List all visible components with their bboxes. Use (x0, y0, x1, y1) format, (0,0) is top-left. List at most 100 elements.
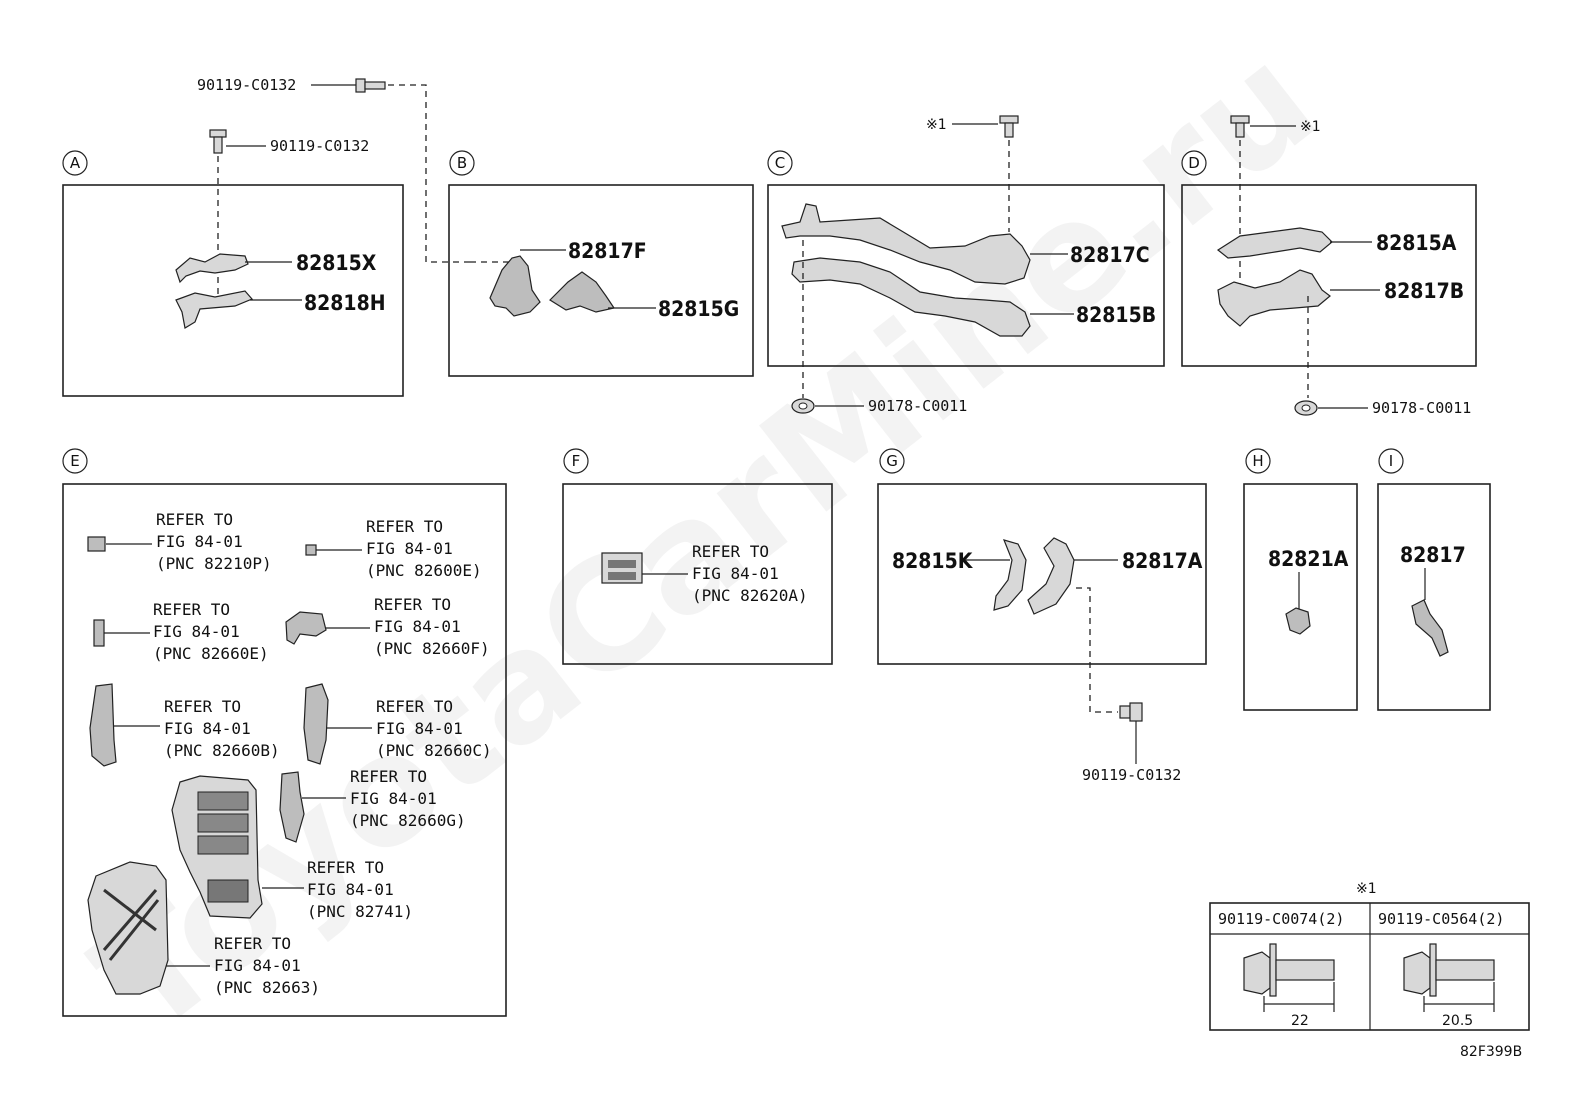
ref-82741-line2: FIG 84-01 (307, 880, 394, 899)
ref-82620a-line2: FIG 84-01 (692, 564, 779, 583)
part-82817b-label[interactable]: 82817B (1384, 279, 1464, 303)
section-g: G 82815K 82817A 90119-C0132 (877, 448, 1207, 784)
bolt-g-icon (1119, 702, 1143, 722)
section-f-letter: F (572, 452, 581, 470)
legend-note: ※1 (1356, 881, 1377, 897)
ref-82663-line1: REFER TO (214, 934, 291, 953)
ref-82660c-line1: REFER TO (376, 697, 453, 716)
ref-82600e-line1: REFER TO (366, 517, 443, 536)
part-82821a-icon (1285, 607, 1311, 635)
part-82815g-icon (549, 271, 615, 313)
section-i: I 82817 (1377, 448, 1491, 711)
section-b-letter: B (457, 154, 467, 172)
part-82815k-label[interactable]: 82815K (892, 549, 974, 573)
ref-82660e-line2: FIG 84-01 (153, 622, 240, 641)
part-82817f-label[interactable]: 82817F (568, 239, 647, 263)
section-c: C ※1 82817C 82815B 90178-C0011 (767, 115, 1165, 415)
ref-82660g-line3[interactable]: (PNC 82660G) (350, 811, 466, 830)
ref-82660e-line1: REFER TO (153, 600, 230, 619)
part-82660c-icon (303, 683, 329, 765)
note-d-label: ※1 (1300, 119, 1321, 135)
part-82817f-icon (489, 255, 541, 317)
ref-82660g-line2: FIG 84-01 (350, 789, 437, 808)
note-c-label: ※1 (926, 117, 947, 133)
ref-82660b-line2: FIG 84-01 (164, 719, 251, 738)
ref-82741-line1: REFER TO (307, 858, 384, 877)
section-h: H 82821A (1243, 448, 1358, 711)
bolt-d-icon (1230, 115, 1250, 138)
top-bolt-label[interactable]: 90119-C0132 (197, 76, 296, 94)
section-a-letter: A (70, 154, 81, 172)
part-82815a-icon (1216, 227, 1333, 259)
section-d-letter: D (1188, 154, 1200, 172)
ref-82600e-line2: FIG 84-01 (366, 539, 453, 558)
part-82660f-icon (285, 611, 327, 645)
ref-82210p-line2: FIG 84-01 (156, 532, 243, 551)
section-c-letter: C (775, 154, 785, 172)
section-e: E REFER TO FIG 84-01 (PNC 82210P) REFER … (62, 448, 507, 1017)
section-g-letter: G (886, 452, 898, 470)
ref-82660c-line3[interactable]: (PNC 82660C) (376, 741, 492, 760)
ref-82660e-line3[interactable]: (PNC 82660E) (153, 644, 269, 663)
legend-col1-dim: 22 (1291, 1013, 1309, 1029)
part-82815k-icon (993, 539, 1027, 611)
ref-82663-line2: FIG 84-01 (214, 956, 301, 975)
part-82210p-icon (87, 536, 106, 552)
ref-82663-line3[interactable]: (PNC 82663) (214, 978, 320, 997)
part-82817c-icon (781, 203, 1031, 285)
part-82821a-label[interactable]: 82821A (1268, 547, 1349, 571)
ref-82620a-line1: REFER TO (692, 542, 769, 561)
bolt-a-icon (209, 129, 227, 154)
figure-id: 82F399B (1460, 1044, 1522, 1060)
section-e-letter: E (70, 452, 79, 470)
ref-82210p-line3[interactable]: (PNC 82210P) (156, 554, 272, 573)
part-82817c-label[interactable]: 82817C (1070, 243, 1150, 267)
bolt-g-label[interactable]: 90119-C0132 (1082, 766, 1181, 784)
part-82815a-label[interactable]: 82815A (1376, 231, 1457, 255)
part-82815b-icon (791, 257, 1031, 337)
part-82660b-icon (89, 683, 117, 767)
clip-d-icon (1294, 400, 1318, 416)
section-f: F REFER TO FIG 84-01 (PNC 82620A) (562, 448, 833, 665)
part-82818h-label[interactable]: 82818H (304, 291, 386, 315)
part-82818h-icon (175, 290, 254, 329)
clip-c-icon (791, 398, 815, 414)
part-82660e-icon (93, 619, 105, 647)
ref-82660b-line1: REFER TO (164, 697, 241, 716)
part-82660g-icon (279, 771, 305, 843)
section-h-letter: H (1252, 452, 1263, 470)
part-82663-icon (87, 861, 169, 995)
clip-c-label[interactable]: 90178-C0011 (868, 397, 967, 415)
ref-82660f-line3[interactable]: (PNC 82660F) (374, 639, 490, 658)
legend-table: ※1 90119-C0074(2) 90119-C0564(2) 22 20.5 (1209, 881, 1530, 1031)
legend-col1-header[interactable]: 90119-C0074(2) (1218, 910, 1344, 928)
ref-82660c-line2: FIG 84-01 (376, 719, 463, 738)
ref-82660g-line1: REFER TO (350, 767, 427, 786)
bolt-a-label[interactable]: 90119-C0132 (270, 137, 369, 155)
ref-82210p-line1: REFER TO (156, 510, 233, 529)
clip-d-label[interactable]: 90178-C0011 (1372, 399, 1471, 417)
part-82817a-icon (1027, 537, 1075, 615)
bolt-c0074-icon (1243, 943, 1335, 997)
section-i-letter: I (1389, 452, 1393, 470)
part-82600e-icon (305, 544, 317, 556)
legend-col2-dim: 20.5 (1442, 1013, 1473, 1029)
part-82815x-label[interactable]: 82815X (296, 251, 377, 275)
part-82815x-icon (175, 253, 249, 284)
ref-82741-line3[interactable]: (PNC 82741) (307, 902, 413, 921)
part-82817a-label[interactable]: 82817A (1122, 549, 1203, 573)
ref-82620a-line3[interactable]: (PNC 82620A) (692, 586, 808, 605)
top-bolt-icon (355, 78, 386, 93)
section-d: D ※1 82815A 82817B 90178-C0011 (1181, 115, 1477, 417)
part-82815g-label[interactable]: 82815G (658, 297, 739, 321)
part-82741-icon (171, 775, 263, 919)
part-82620a-icon (601, 552, 643, 584)
part-82815b-label[interactable]: 82815B (1076, 303, 1156, 327)
section-b: B 82817F 82815G (448, 150, 754, 377)
legend-col2-header[interactable]: 90119-C0564(2) (1378, 910, 1504, 928)
part-82817-label[interactable]: 82817 (1400, 543, 1466, 567)
ref-82600e-line3[interactable]: (PNC 82600E) (366, 561, 482, 580)
section-a: A 90119-C0132 82815X 82818H (62, 129, 404, 397)
ref-82660b-line3[interactable]: (PNC 82660B) (164, 741, 280, 760)
